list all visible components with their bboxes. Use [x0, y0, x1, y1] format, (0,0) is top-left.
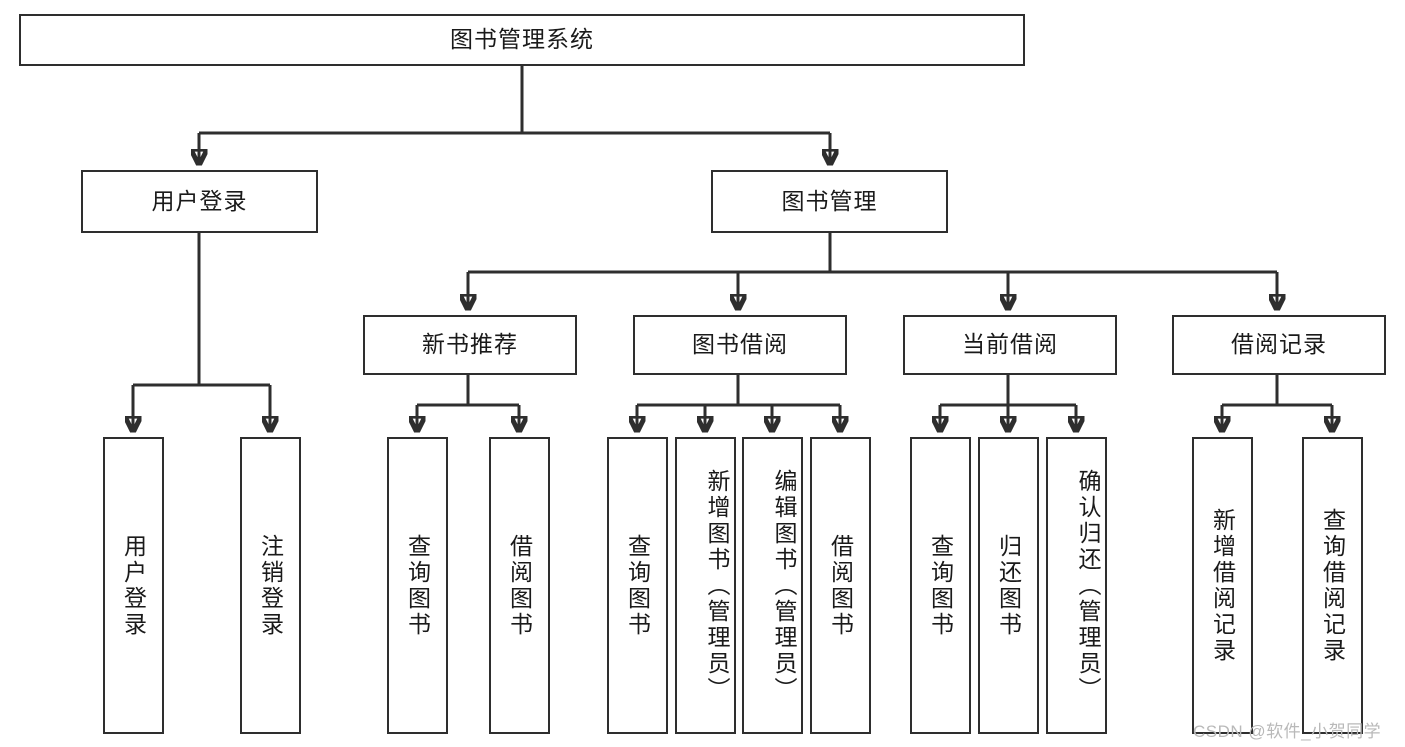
node-leaf-return-book[interactable]: 归还图书	[978, 437, 1039, 734]
node-book-management-label: 图书管理	[781, 187, 878, 214]
node-leaf-query-book-3[interactable]: 查询图书	[910, 437, 971, 734]
node-leaf-query-borrow-record[interactable]: 查询借阅记录	[1302, 437, 1363, 734]
node-leaf-add-borrow-record[interactable]: 新增借阅记录	[1192, 437, 1253, 734]
node-leaf-confirm-return[interactable]: 确认归还（管理员）	[1046, 437, 1107, 734]
node-leaf-query-book-1-label: 查询图书	[404, 533, 431, 638]
node-leaf-confirm-return-label: 确认归还（管理员）	[1075, 468, 1101, 703]
node-leaf-query-book-1[interactable]: 查询图书	[387, 437, 448, 734]
node-leaf-logout-login[interactable]: 注销登录	[240, 437, 301, 734]
csdn-watermark: CSDN @软件_小贺同学	[1193, 722, 1382, 741]
node-book-management[interactable]: 图书管理	[711, 170, 948, 233]
node-current-borrow[interactable]: 当前借阅	[903, 315, 1117, 375]
node-leaf-return-book-label: 归还图书	[995, 533, 1022, 638]
node-leaf-borrow-book-2-label: 借阅图书	[827, 533, 854, 638]
node-leaf-edit-book-label: 编辑图书（管理员）	[771, 468, 797, 703]
node-leaf-query-book-2-label: 查询图书	[624, 533, 651, 638]
node-new-book-recommend[interactable]: 新书推荐	[363, 315, 577, 375]
node-leaf-query-book-3-label: 查询图书	[927, 533, 954, 638]
node-borrow-record[interactable]: 借阅记录	[1172, 315, 1386, 375]
node-leaf-borrow-book-2[interactable]: 借阅图书	[810, 437, 871, 734]
node-book-borrow-label: 图书借阅	[692, 331, 788, 358]
node-leaf-borrow-book-1-label: 借阅图书	[506, 533, 533, 638]
node-root[interactable]: 图书管理系统	[19, 14, 1025, 66]
node-root-label: 图书管理系统	[450, 26, 594, 53]
node-borrow-record-label: 借阅记录	[1231, 331, 1327, 358]
node-leaf-query-borrow-record-label: 查询借阅记录	[1319, 507, 1346, 664]
node-leaf-borrow-book-1[interactable]: 借阅图书	[489, 437, 550, 734]
node-leaf-user-login[interactable]: 用户登录	[103, 437, 164, 734]
node-leaf-user-login-label: 用户登录	[120, 533, 147, 638]
node-leaf-query-book-2[interactable]: 查询图书	[607, 437, 668, 734]
node-leaf-add-book-label: 新增图书（管理员）	[704, 468, 730, 703]
node-leaf-add-book[interactable]: 新增图书（管理员）	[675, 437, 736, 734]
node-new-book-recommend-label: 新书推荐	[422, 331, 518, 358]
node-leaf-add-borrow-record-label: 新增借阅记录	[1209, 507, 1236, 664]
node-user-login-label: 用户登录	[151, 187, 248, 214]
node-leaf-edit-book[interactable]: 编辑图书（管理员）	[742, 437, 803, 734]
node-user-login[interactable]: 用户登录	[81, 170, 318, 233]
node-book-borrow[interactable]: 图书借阅	[633, 315, 847, 375]
node-current-borrow-label: 当前借阅	[962, 331, 1058, 358]
node-leaf-logout-login-label: 注销登录	[257, 533, 284, 638]
